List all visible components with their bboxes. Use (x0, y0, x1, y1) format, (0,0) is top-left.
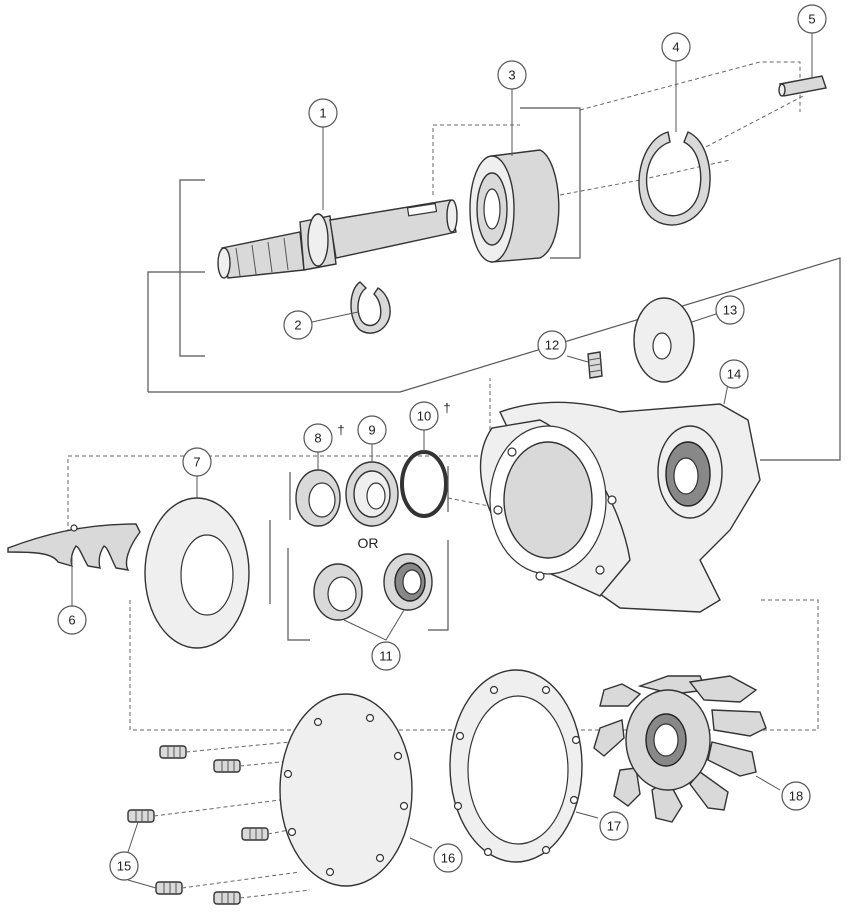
part-lip-seal-b (383, 553, 433, 611)
part-seal-ring (295, 469, 341, 527)
part-end-cover (279, 693, 413, 887)
svg-text:†: † (443, 401, 450, 416)
callout-16: 16 (433, 843, 463, 873)
part-cam (7, 523, 141, 571)
svg-text:10: 10 (417, 409, 431, 424)
part-set-screw (587, 351, 603, 379)
svg-text:17: 17 (607, 819, 621, 834)
svg-text:6: 6 (68, 613, 75, 628)
svg-text:12: 12 (545, 338, 559, 353)
callout-14: 14 (719, 359, 749, 389)
callout-10: 10 † (409, 401, 451, 431)
svg-text:7: 7 (193, 455, 200, 470)
screw (159, 745, 187, 759)
callout-2: 2 (283, 310, 313, 340)
screw (155, 881, 183, 895)
part-pump-body (480, 401, 761, 613)
part-o-ring (400, 450, 448, 518)
svg-text:18: 18 (789, 789, 803, 804)
part-gasket (449, 669, 583, 863)
part-slinger-washer (633, 297, 695, 383)
part-wear-plate (144, 497, 250, 649)
svg-text:14: 14 (727, 367, 741, 382)
callout-12: 12 (537, 330, 567, 360)
callout-11: 11 (371, 641, 401, 671)
callout-4: 4 (661, 32, 691, 62)
part-screws (127, 741, 311, 905)
svg-text:5: 5 (808, 12, 815, 27)
seal-option-brackets (269, 466, 449, 641)
part-shaft (217, 199, 458, 279)
screw (213, 891, 241, 905)
screw (127, 809, 155, 823)
svg-text:1: 1 (319, 106, 326, 121)
svg-text:†: † (337, 423, 344, 438)
svg-text:11: 11 (379, 649, 393, 664)
svg-text:13: 13 (723, 303, 737, 318)
part-circlip-large (638, 131, 711, 226)
screw (213, 759, 241, 773)
callout-3: 3 (497, 60, 527, 90)
callout-7: 7 (182, 447, 212, 477)
callout-15: 15 (109, 851, 139, 881)
callout-6: 6 (57, 605, 87, 635)
part-mechanical-seal (345, 461, 399, 527)
callout-5: 5 (797, 4, 827, 34)
callout-18: 18 (781, 781, 811, 811)
callout-1: 1 (308, 98, 338, 128)
callout-17: 17 (599, 811, 629, 841)
part-lip-seal-a (313, 563, 363, 621)
part-impeller (593, 675, 767, 823)
callout-13: 13 (715, 295, 745, 325)
screw (241, 827, 269, 841)
or-label: OR (358, 535, 379, 551)
svg-text:8: 8 (314, 431, 321, 446)
part-circlip-small (350, 281, 391, 334)
svg-text:3: 3 (508, 68, 515, 83)
callout-leaders (71, 33, 813, 889)
svg-text:4: 4 (672, 40, 679, 55)
svg-text:16: 16 (441, 851, 455, 866)
svg-text:15: 15 (117, 859, 131, 874)
callout-9: 9 (357, 415, 387, 445)
part-key (778, 75, 827, 97)
part-bearing (469, 149, 560, 263)
callout-8: 8† (303, 423, 345, 453)
svg-text:9: 9 (368, 423, 375, 438)
svg-text:2: 2 (294, 318, 301, 333)
